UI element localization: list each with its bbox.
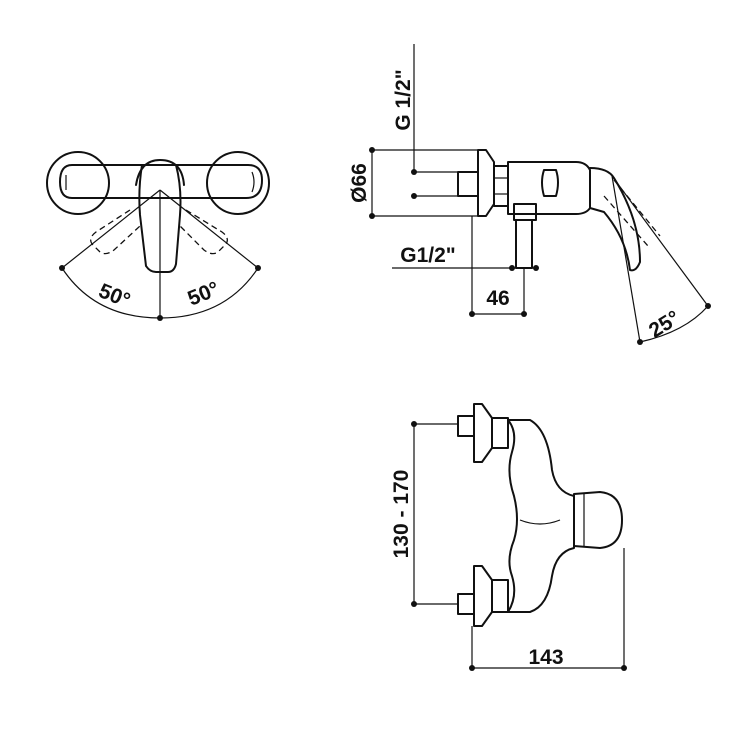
- wall-flange: [477, 149, 495, 217]
- top-inlet-nut: [491, 417, 509, 449]
- handle-angle-label: 25°: [645, 306, 684, 342]
- angle-left-label: 50°: [95, 279, 133, 312]
- centers-range-label: 130 - 170: [390, 470, 413, 559]
- mixer-body: [59, 164, 263, 199]
- outlet-pipe: [515, 219, 533, 269]
- bottom-inlet-stub: [457, 593, 475, 615]
- bottom-inlet-nut: [491, 579, 509, 613]
- top-inlet-stub: [457, 415, 475, 437]
- central-lever: [138, 164, 182, 273]
- right-escutcheon: [206, 151, 270, 215]
- depth-label: 46: [486, 287, 509, 310]
- cartridge-cap: [541, 169, 559, 197]
- connection-nut: [493, 165, 509, 207]
- top-view: 50° 50°: [46, 151, 270, 321]
- mixer-body-front: [507, 419, 575, 613]
- side-lever: [589, 167, 641, 272]
- handle-angle-arc: [639, 305, 709, 343]
- mixer-body-inner: [65, 171, 255, 193]
- bottom-inlet-flange: [473, 565, 493, 627]
- diameter-label: Ø66: [348, 163, 371, 203]
- thread-top-label: G 1/2": [392, 69, 415, 130]
- front-handle: [573, 491, 623, 549]
- body-center-line: [519, 519, 561, 525]
- thread-bottom-label: G1/2": [400, 244, 455, 267]
- plan-view: 130 - 170 143: [390, 403, 627, 671]
- lever-rotated-left: [90, 209, 141, 255]
- side-view: G 1/2" Ø66 G1/2" 46: [348, 44, 711, 345]
- projection-label: 143: [528, 646, 563, 669]
- left-escutcheon: [46, 151, 110, 215]
- pipe-stub: [457, 171, 479, 197]
- lever-top: [135, 159, 185, 186]
- lever-rotated-right: [179, 209, 228, 255]
- outlet-nut: [513, 203, 537, 221]
- top-inlet-flange: [473, 403, 493, 463]
